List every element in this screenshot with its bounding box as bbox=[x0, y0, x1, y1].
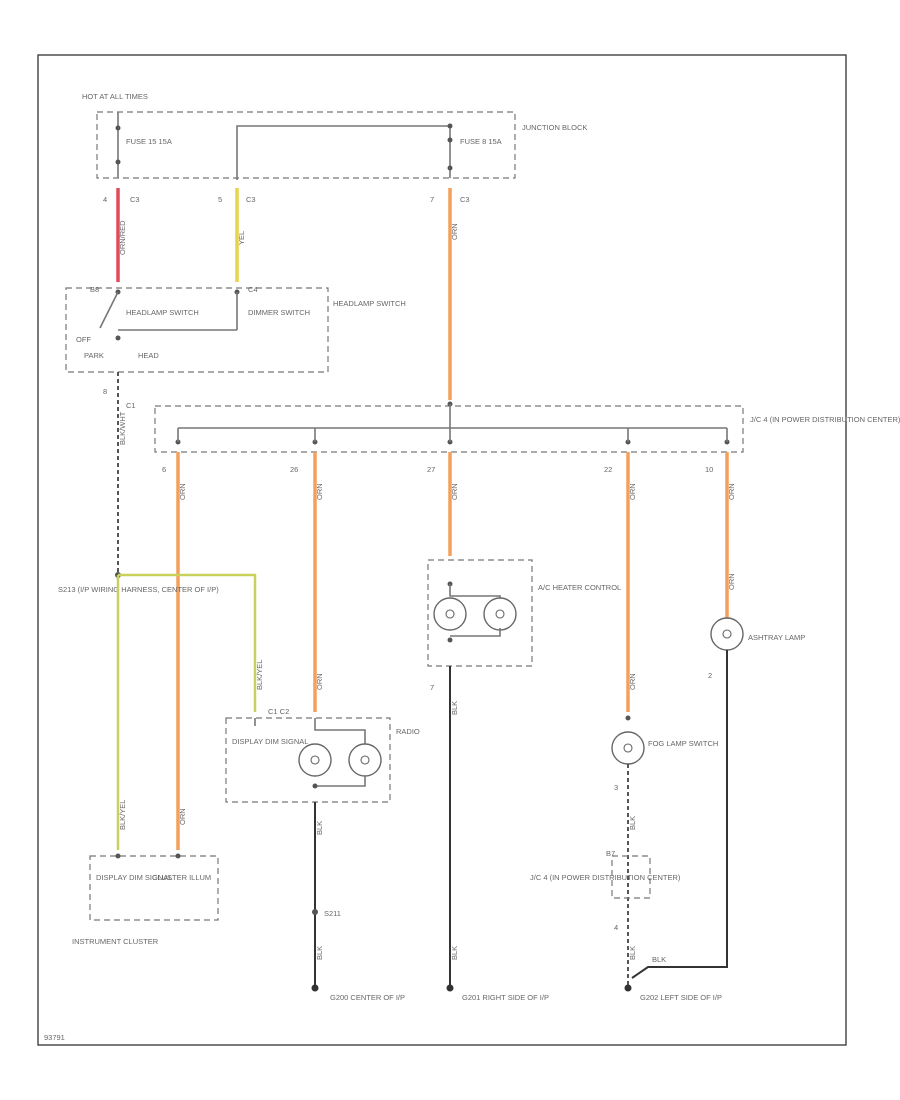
cluster-illum-label: CLUSTER ILLUM bbox=[152, 873, 211, 882]
wire-label-blk-wht: BLK/WHT bbox=[118, 411, 127, 445]
wire-label-orn-2: ORN bbox=[315, 483, 324, 500]
hot-at-all-times-label: HOT AT ALL TIMES bbox=[82, 92, 148, 101]
wire-label-orn-8: ORN bbox=[727, 573, 736, 590]
c3-mid-label: C3 bbox=[246, 195, 256, 204]
jc-pin-22: 22 bbox=[604, 465, 612, 474]
pin-c3-left: 4 bbox=[103, 195, 107, 204]
g201-icon bbox=[446, 984, 454, 992]
wire-label-orn-red: ORN/RED bbox=[118, 220, 127, 255]
g202-label: G202 LEFT SIDE OF I/P bbox=[640, 993, 722, 1002]
pin-c3-mid: 5 bbox=[218, 195, 222, 204]
g200-label: G200 CENTER OF I/P bbox=[330, 993, 405, 1002]
radio-pins: C1 C2 bbox=[268, 707, 289, 716]
wire-label-orn-feed: ORN bbox=[450, 223, 459, 240]
diagram-frame bbox=[37, 54, 847, 1046]
park-label: PARK bbox=[84, 351, 104, 360]
fog-pin-a: 3 bbox=[614, 783, 618, 792]
fog-pin-c: 4 bbox=[614, 923, 618, 932]
wire-label-orn-1: ORN bbox=[178, 483, 187, 500]
wire-label-blk-fog: BLK bbox=[628, 816, 637, 830]
ac-lamp-2-icon bbox=[483, 597, 517, 631]
splice-s213-label: S213 (I/P WIRING HARNESS, CENTER OF I/P) bbox=[58, 585, 219, 594]
dimmer-switch-label: DIMMER SWITCH bbox=[248, 308, 310, 317]
wire-label-blk-yel-2: BLK/YEL bbox=[118, 800, 127, 830]
wire-label-orn-6: ORN bbox=[315, 673, 324, 690]
jc-upper-box bbox=[154, 405, 744, 453]
pin-b8: B8 bbox=[90, 285, 99, 294]
jc-pin-10: 10 bbox=[705, 465, 713, 474]
ac-pin: 7 bbox=[430, 683, 434, 692]
blk-yel-wire-radio bbox=[118, 573, 257, 712]
junction-block-box bbox=[96, 111, 516, 179]
pin-c4: C4 bbox=[248, 285, 258, 294]
headlamp-switch-box bbox=[65, 287, 329, 373]
wire-label-blk-ash: BLK bbox=[652, 955, 666, 964]
wire-label-blk-radio-1: BLK bbox=[315, 821, 324, 835]
fog-lamp-switch-icon bbox=[611, 731, 645, 765]
ac-heater-control-box bbox=[427, 559, 533, 667]
fuse-right-label: FUSE 8 15A bbox=[460, 137, 502, 146]
wire-label-orn-5: ORN bbox=[727, 483, 736, 500]
c3-right-label: C3 bbox=[460, 195, 470, 204]
radio-label: RADIO bbox=[396, 727, 420, 736]
g200-icon bbox=[311, 984, 319, 992]
jc-pin-6: 6 bbox=[162, 465, 166, 474]
g201-label: G201 RIGHT SIDE OF I/P bbox=[462, 993, 549, 1002]
diagram-id: 93791 bbox=[44, 1033, 65, 1042]
headlamp-switch-label: HEADLAMP SWITCH bbox=[126, 308, 199, 317]
ac-lamp-1-icon bbox=[433, 597, 467, 631]
instrument-cluster-label: INSTRUMENT CLUSTER bbox=[72, 937, 159, 946]
off-label: OFF bbox=[76, 335, 91, 344]
headlamp-switch-box-label: HEADLAMP SWITCH bbox=[333, 299, 406, 308]
wire-label-yel: YEL bbox=[237, 231, 246, 245]
wire-label-blk-ac: BLK bbox=[450, 701, 459, 715]
radio-lamp-1-icon bbox=[298, 743, 332, 777]
wire-label-orn-9: ORN bbox=[178, 808, 187, 825]
ashtray-lamp-icon bbox=[710, 617, 744, 651]
radio-box bbox=[225, 717, 391, 803]
wire-label-blk-fog-2: BLK bbox=[628, 946, 637, 960]
jc-pin-27: 27 bbox=[427, 465, 435, 474]
wire-label-orn-7: ORN bbox=[628, 673, 637, 690]
fog-pin-b: B7 bbox=[606, 849, 615, 858]
c3-left-label: C3 bbox=[130, 195, 140, 204]
g202-icon bbox=[624, 984, 632, 992]
fog-lamp-switch-label: FOG LAMP SWITCH bbox=[648, 739, 718, 748]
pin-8: 8 bbox=[103, 387, 107, 396]
radio-lamp-2-icon bbox=[348, 743, 382, 777]
ash-pin: 2 bbox=[708, 671, 712, 680]
instrument-cluster-box bbox=[89, 855, 219, 921]
display-dim-signal-radio-label: DISPLAY DIM SIGNAL bbox=[232, 737, 308, 746]
ashtray-lamp-label: ASHTRAY LAMP bbox=[748, 633, 805, 642]
ac-heater-control-label: A/C HEATER CONTROL bbox=[538, 583, 621, 592]
wire-label-blk-yel-1: BLK/YEL bbox=[255, 660, 264, 690]
pin-c3-right: 7 bbox=[430, 195, 434, 204]
junction-block-label: JUNCTION BLOCK bbox=[522, 123, 587, 132]
wire-label-orn-4: ORN bbox=[628, 483, 637, 500]
wire-label-blk-radio-2: BLK bbox=[315, 946, 324, 960]
jc-upper-label: J/C 4 (IN POWER DISTRIBUTION CENTER) bbox=[750, 415, 900, 424]
jc-pin-26: 26 bbox=[290, 465, 298, 474]
jc-lower-label: J/C 4 (IN POWER DISTRIBUTION CENTER) bbox=[530, 873, 681, 882]
fuse-left-label: FUSE 15 15A bbox=[126, 137, 172, 146]
splice-s211-label: S211 bbox=[324, 909, 341, 918]
pin-c1: C1 bbox=[126, 401, 136, 410]
wire-label-blk-ac-2: BLK bbox=[450, 946, 459, 960]
blk-wire-ashtray bbox=[631, 650, 728, 979]
wire-label-orn-3: ORN bbox=[450, 483, 459, 500]
head-label: HEAD bbox=[138, 351, 159, 360]
display-dim-signal-cluster-label: DISPLAY DIM SIGNAL bbox=[96, 873, 172, 882]
